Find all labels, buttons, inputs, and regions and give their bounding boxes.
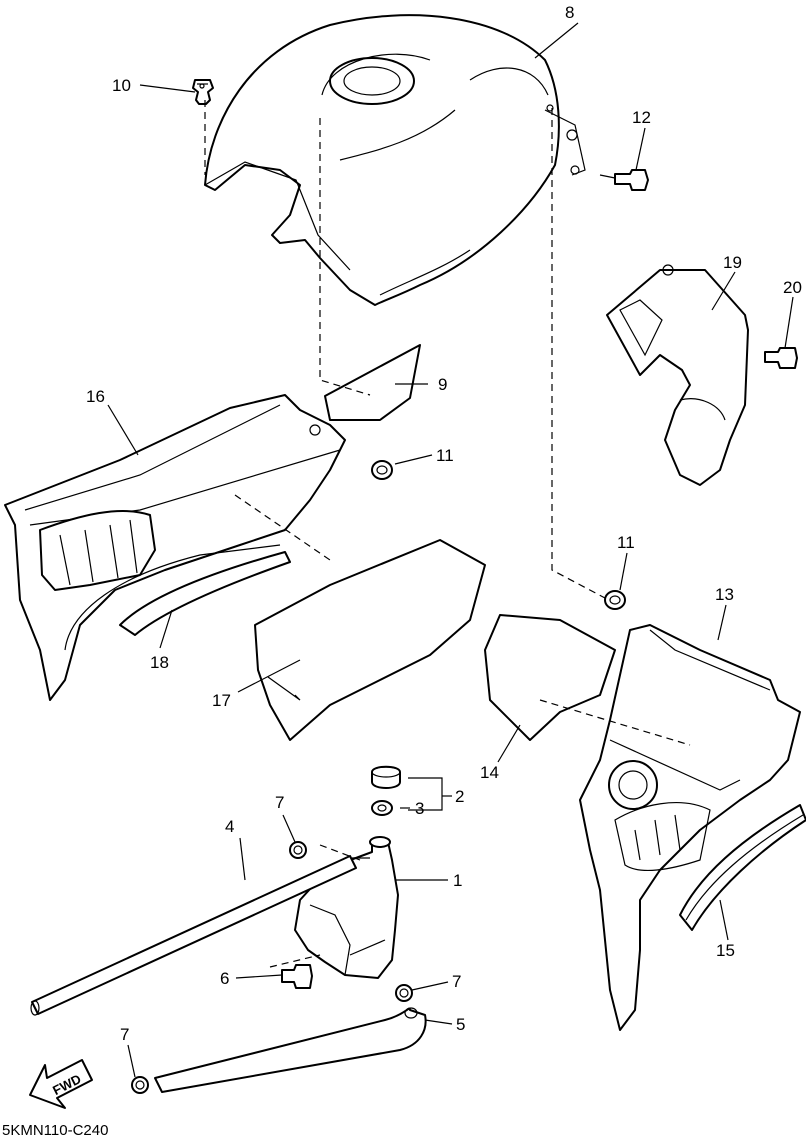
callout-5: 5 <box>456 1015 465 1034</box>
washer-part-3 <box>371 800 393 816</box>
screw-part-6 <box>281 964 313 989</box>
hose-part-4 <box>30 855 357 1016</box>
right-side-panel-part-13 <box>579 624 801 1031</box>
left-side-panel-part-16 <box>4 394 346 701</box>
cap-part-2 <box>371 765 401 789</box>
callout-18: 18 <box>150 653 169 672</box>
tank-cover-part-8 <box>204 14 586 306</box>
callout-1: 1 <box>453 871 462 890</box>
callout-10: 10 <box>112 76 131 95</box>
fwd-arrow-icon: FWD <box>29 1059 93 1109</box>
strip-part-18 <box>119 551 291 636</box>
callout-11-lower: 11 <box>617 533 635 552</box>
hose-part-5 <box>154 1007 427 1093</box>
clip-part-7-upper <box>289 841 307 859</box>
diagram-code: 5KMN110-C240 <box>2 1122 108 1139</box>
callout-8: 8 <box>565 3 574 22</box>
grommet-part-11-upper <box>371 460 393 480</box>
callout-4: 4 <box>225 817 234 836</box>
callout-7-upper: 7 <box>275 793 284 812</box>
callout-7-middle: 7 <box>452 972 461 991</box>
callout-7-lower: 7 <box>120 1025 129 1044</box>
callout-14: 14 <box>480 763 499 782</box>
duct-part-19 <box>606 264 749 486</box>
leader-lines <box>107 22 794 1078</box>
assembly-line-6 <box>269 954 321 968</box>
decal-part-17 <box>254 539 486 741</box>
callout-19: 19 <box>723 253 742 272</box>
callout-12: 12 <box>632 108 651 127</box>
assembly-line-8-9 <box>319 118 371 396</box>
assembly-line-8-11 <box>551 108 606 599</box>
callout-3: 3 <box>415 799 424 818</box>
strip-part-15 <box>679 804 806 931</box>
clip-part-7-lower <box>131 1076 149 1094</box>
bolt-part-12 <box>599 169 649 191</box>
assembly-line-4 <box>319 844 361 861</box>
assembly-line-14 <box>539 699 691 746</box>
clip-part-7-middle <box>395 984 413 1002</box>
callout-16: 16 <box>86 387 105 406</box>
callout-20: 20 <box>783 278 802 297</box>
decal-part-14 <box>484 614 616 741</box>
callout-6: 6 <box>220 969 229 988</box>
callout-15: 15 <box>716 941 735 960</box>
decal-part-9 <box>324 344 421 421</box>
bolt-part-20 <box>764 347 798 369</box>
grommet-part-11-lower <box>604 590 626 610</box>
callout-17: 17 <box>212 691 231 710</box>
callout-11-upper: 11 <box>436 446 454 465</box>
callout-9: 9 <box>438 375 447 394</box>
screw-part-10 <box>192 79 214 105</box>
callout-13: 13 <box>715 585 734 604</box>
callout-2: 2 <box>455 787 464 806</box>
